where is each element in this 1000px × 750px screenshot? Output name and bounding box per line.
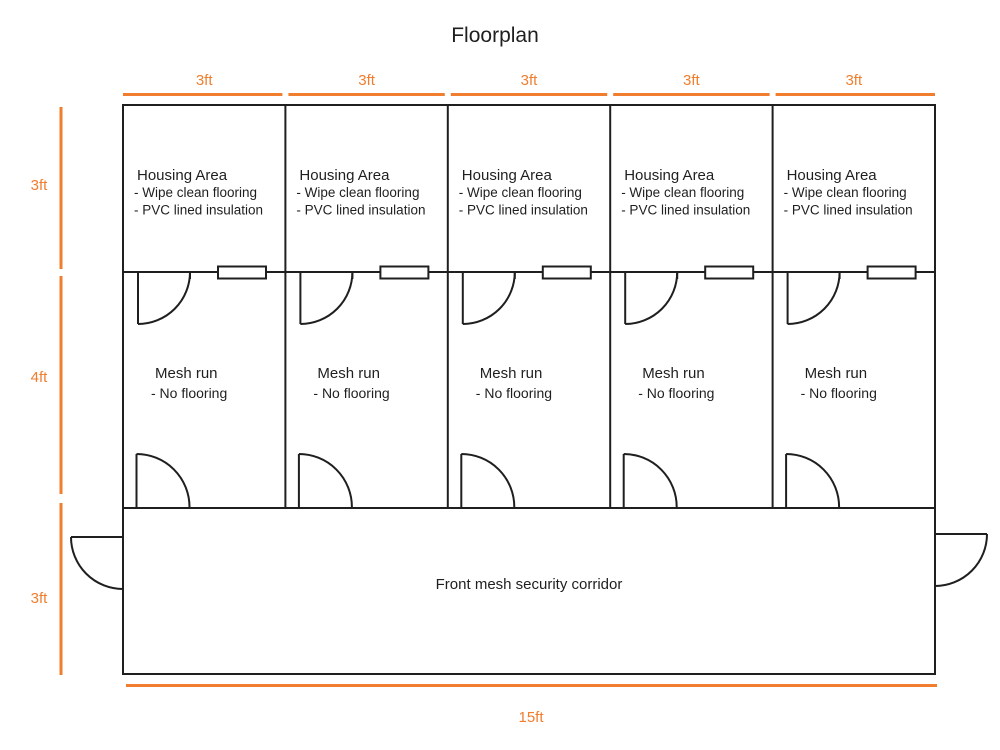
top-dimension-label: 3ft [845, 72, 863, 89]
left-dimension-label: 3ft [31, 177, 49, 194]
housing-area-item: - Wipe clean flooring [621, 185, 744, 200]
mesh-run-item: - No flooring [801, 385, 877, 401]
mesh-run-title: Mesh run [805, 365, 868, 382]
housing-area-item: - PVC lined insulation [134, 203, 263, 218]
housing-area-item: - PVC lined insulation [459, 203, 588, 218]
corridor-right-door [934, 533, 988, 587]
top-dimension-label: 3ft [521, 72, 539, 89]
top-dimensions: 3ft 3ft 3ft 3ft 3ft [123, 72, 935, 96]
housing-area-title: Housing Area [137, 167, 228, 184]
housing-area-item: - PVC lined insulation [621, 203, 750, 218]
mesh-run-door-swing-arc [136, 453, 191, 508]
divider-window-hatch [217, 265, 267, 280]
housing-area-title: Housing Area [299, 167, 390, 184]
left-dimension-label: 4ft [31, 369, 49, 386]
unit-cell: Housing Area- Wipe clean flooring - PVC l… [446, 105, 592, 508]
mesh-run-title: Mesh run [155, 365, 218, 382]
unit-cell: Housing Area- Wipe clean flooring - PVC l… [134, 167, 267, 508]
housing-door-swing-arc [787, 271, 841, 325]
corridor-left-door [70, 536, 124, 590]
housing-area-title: Housing Area [787, 167, 878, 184]
mesh-run-door-swing-arc [298, 453, 353, 508]
top-dimension-label: 3ft [358, 72, 376, 89]
corridor-label: Front mesh security corridor [436, 576, 623, 593]
housing-area-item: - Wipe clean flooring [459, 185, 582, 200]
corridor-outline [122, 507, 936, 675]
corridor-right-door-swing-arc [934, 533, 988, 587]
mesh-run-item: - No flooring [638, 385, 714, 401]
mesh-run-door-swing-arc [623, 453, 678, 508]
housing-area-item: - PVC lined insulation [296, 203, 425, 218]
bottom-dimension-label: 15ft [518, 709, 544, 726]
page-title: Floorplan [451, 24, 539, 47]
housing-door-swing-arc [625, 271, 679, 325]
mesh-run-title: Mesh run [642, 365, 705, 382]
mesh-run-title: Mesh run [317, 365, 380, 382]
unit-cells: Housing Area- Wipe clean flooring- PVC l… [134, 105, 917, 508]
unit-cell: Housing Area- Wipe clean flooring - PVC l… [771, 105, 917, 508]
unit-cell: Housing Area- Wipe clean flooring - PVC l… [284, 105, 430, 508]
left-dimensions: 3ft 4ft 3ft [31, 107, 63, 675]
mesh-run-door-swing-arc [461, 453, 516, 508]
top-dimension-label: 3ft [683, 72, 701, 89]
mesh-run-item: - No flooring [476, 385, 552, 401]
housing-door-swing-arc [137, 271, 191, 325]
housing-area-title: Housing Area [624, 167, 715, 184]
mesh-run-item: - No flooring [313, 385, 389, 401]
housing-area-item: - Wipe clean flooring [134, 185, 257, 200]
housing-area-item: - Wipe clean flooring [296, 185, 419, 200]
divider-window-hatch [379, 265, 430, 280]
housing-door-swing-arc [300, 271, 354, 325]
housing-block-outline [122, 104, 936, 509]
mesh-run-item: - No flooring [151, 385, 227, 401]
housing-door-swing-arc [462, 271, 516, 325]
housing-area-item: - PVC lined insulation [784, 203, 913, 218]
corridor-left-door-swing-arc [70, 536, 124, 590]
housing-area-item: - Wipe clean flooring [784, 185, 907, 200]
unit-cell: Housing Area- Wipe clean flooring - PVC l… [609, 105, 755, 508]
mesh-run-title: Mesh run [480, 365, 543, 382]
housing-area-title: Housing Area [462, 167, 553, 184]
divider-window-hatch [704, 265, 755, 280]
top-dimension-label: 3ft [196, 72, 214, 89]
left-dimension-label: 3ft [31, 590, 49, 607]
mesh-run-door-swing-arc [786, 453, 841, 508]
divider-window-hatch [866, 265, 917, 280]
divider-window-hatch [541, 265, 592, 280]
